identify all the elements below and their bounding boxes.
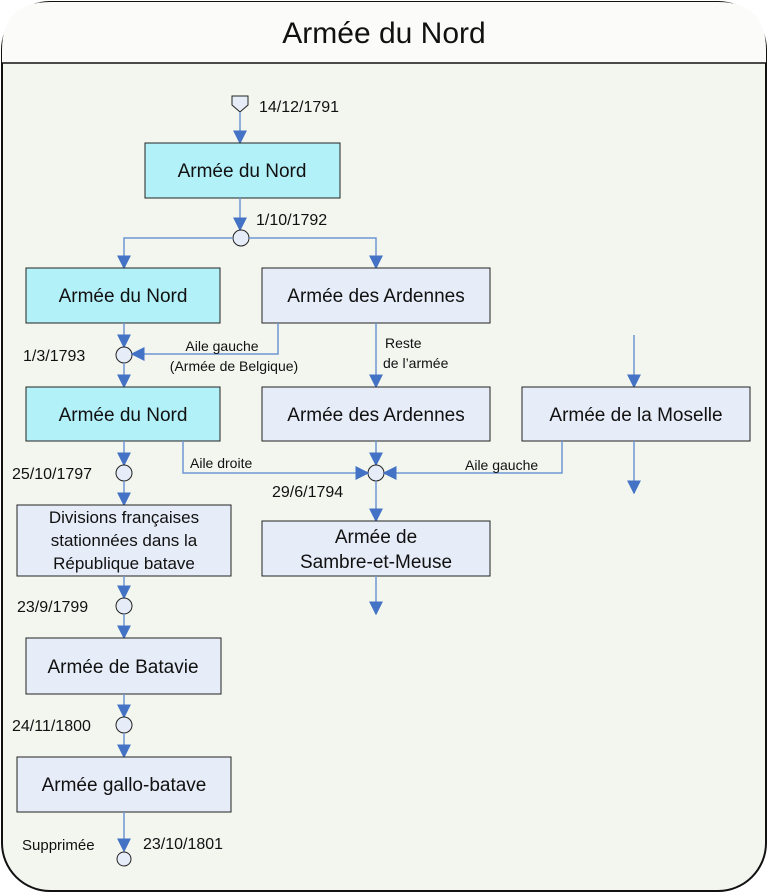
- box-label-line3: République batave: [53, 554, 195, 573]
- box-armee-de-sambre-et-meuse: [261, 520, 491, 577]
- box-label: Armée gallo-batave: [42, 775, 207, 796]
- date-start: 14/12/1791: [259, 99, 339, 116]
- box-label-line2: Sambre-et-Meuse: [300, 552, 452, 573]
- box-label: Armée du Nord: [59, 286, 188, 307]
- label-aile-gauche: Aile gauche: [185, 338, 258, 354]
- arrow: [249, 237, 383, 270]
- box-label-line1: Divisions françaises: [49, 508, 199, 527]
- date-split: 1/10/1792: [256, 212, 327, 229]
- box-label: Armée de la Moselle: [549, 405, 722, 426]
- date-1797: 25/10/1797: [12, 466, 92, 483]
- start-marker-icon: [231, 95, 249, 113]
- date-1794: 29/6/1794: [272, 484, 343, 501]
- box-label-line1: Armée de: [335, 527, 417, 548]
- arrow-aile-droite: [182, 441, 370, 480]
- box-divisions-francaises: [16, 504, 232, 577]
- label-reste: Reste: [385, 335, 422, 351]
- event-node-1799: [115, 597, 133, 615]
- date-1799: 23/9/1799: [17, 599, 88, 616]
- box-label: Armée des Ardennes: [287, 405, 464, 426]
- event-node-1792: [232, 229, 250, 247]
- box-label: Armée des Ardennes: [287, 286, 464, 307]
- box-armee-des-ardennes-1792: [261, 267, 491, 324]
- box-label: Armée du Nord: [59, 405, 188, 426]
- title-bar: [2, 2, 766, 63]
- box-armee-gallo-batave: [16, 756, 232, 813]
- box-label: Armée de Batavie: [47, 657, 198, 678]
- label-supprimee: Supprimée: [22, 837, 95, 854]
- event-node-1793: [115, 346, 133, 364]
- label-aile-gauche-moselle: Aile gauche: [465, 457, 538, 473]
- label-de-l-armee: de l’armée: [383, 355, 449, 371]
- event-node-1800: [115, 716, 133, 734]
- event-node-1797: [115, 464, 133, 482]
- arrow-aile-gauche-moselle: [382, 441, 563, 480]
- event-node-1794: [367, 464, 385, 482]
- box-armee-du-nord-1792: [25, 267, 221, 324]
- date-1800: 24/11/1800: [12, 718, 91, 735]
- box-armee-du-nord-1791: [144, 142, 341, 199]
- box-armee-du-nord-1793: [25, 386, 221, 442]
- label-aile-droite: Aile droite: [190, 455, 252, 471]
- box-armee-de-la-moselle: [521, 386, 751, 442]
- arrow: [117, 237, 233, 270]
- diagram-title: Armée du Nord: [282, 17, 485, 50]
- box-label: Armée du Nord: [178, 161, 307, 182]
- label-armee-de-belgique: (Armée de Belgique): [170, 358, 298, 374]
- arrow-aile-gauche: [130, 323, 279, 361]
- box-armee-de-batavie: [25, 637, 222, 695]
- event-node-1801: [116, 851, 132, 867]
- date-1801: 23/10/1801: [143, 836, 223, 853]
- box-label-line2: stationnées dans la: [51, 531, 198, 550]
- date-1793: 1/3/1793: [23, 348, 85, 365]
